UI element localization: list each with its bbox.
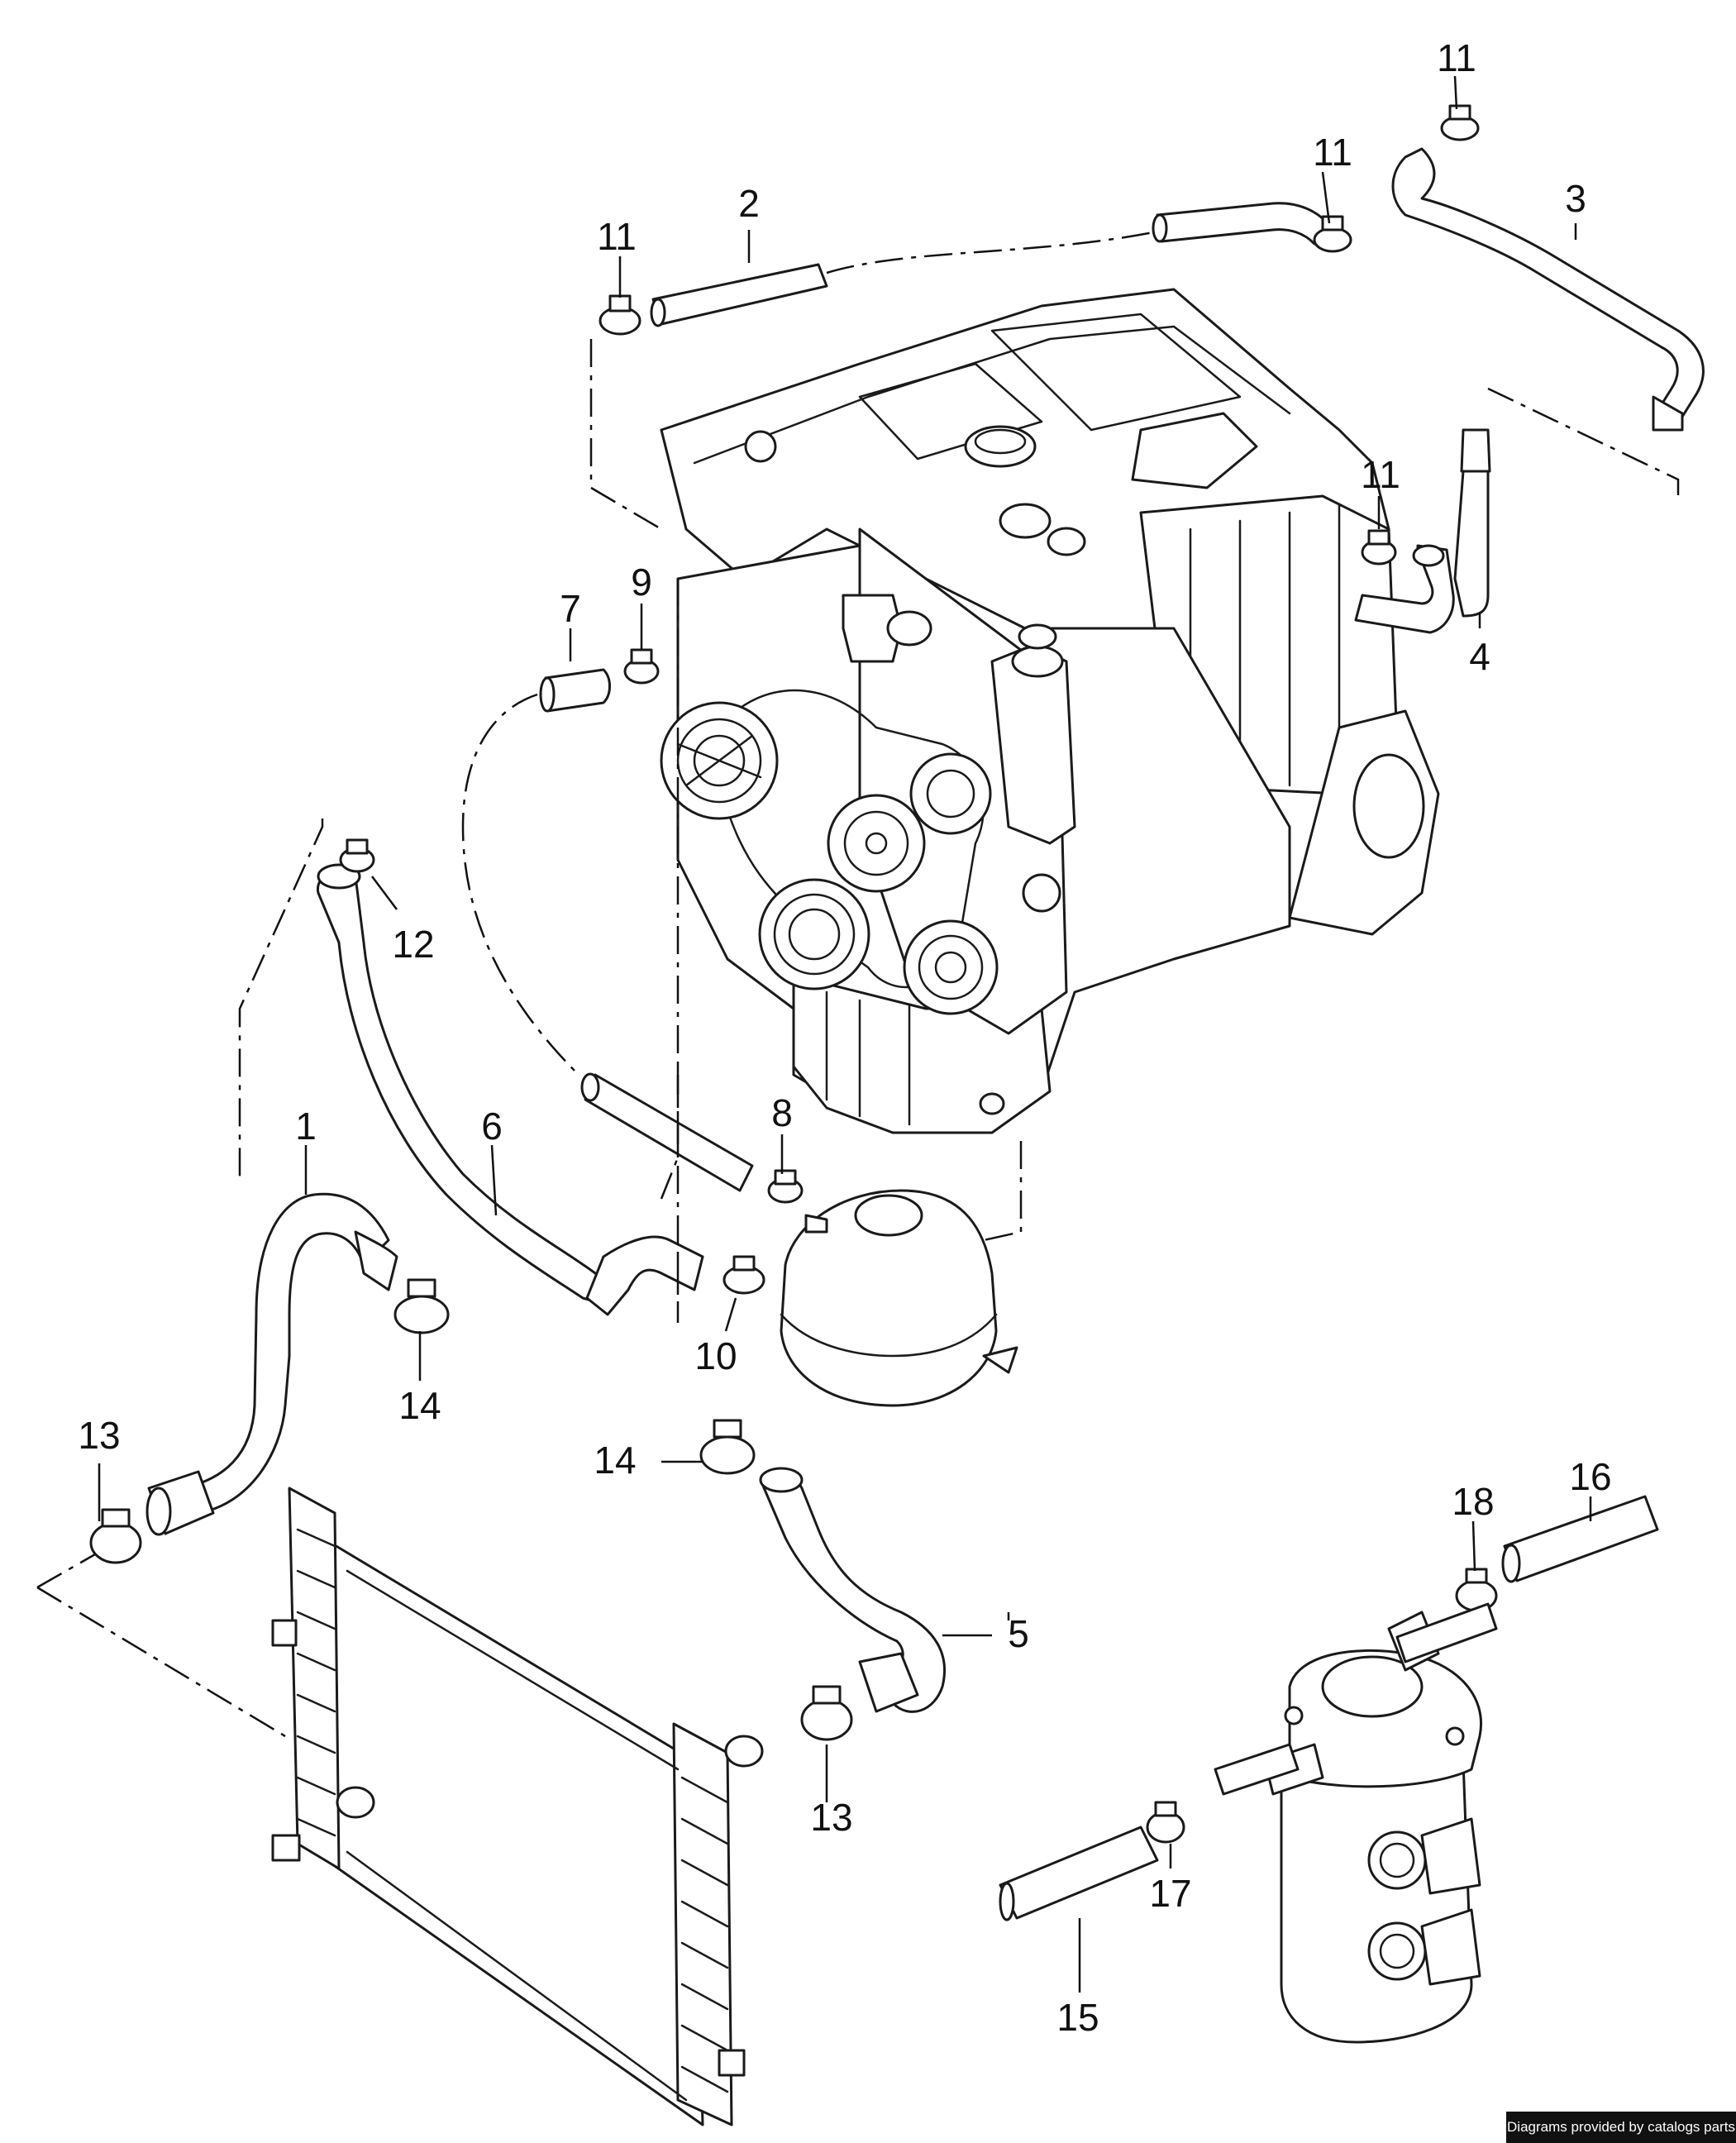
callout-3: 3	[1565, 177, 1586, 220]
callout-13b: 13	[810, 1796, 852, 1839]
clamp-14b	[699, 1419, 756, 1475]
callout-18: 18	[1452, 1480, 1494, 1523]
clamp-18	[1455, 1568, 1498, 1612]
clamp-11a	[599, 294, 641, 336]
callout-labels: 1 2 3 4 5 6 7 8 9 10 11 11 11 11 12 13 1…	[78, 36, 1611, 2039]
callout-13a: 13	[78, 1414, 120, 1457]
credit-label: Diagrams provided by catalogs parts	[1506, 2112, 1736, 2143]
callout-14b: 14	[594, 1439, 636, 1482]
callout-7: 7	[560, 587, 581, 630]
callout-15: 15	[1056, 1996, 1099, 2039]
hose-3	[1391, 147, 1705, 432]
clamp-9	[623, 648, 660, 685]
dashed-links	[36, 230, 1680, 1738]
expansion-tank	[780, 1189, 1018, 1407]
callout-5: 5	[1008, 1612, 1029, 1655]
callout-10: 10	[694, 1334, 737, 1377]
hose-4	[1354, 428, 1491, 634]
leader-lines	[98, 75, 1592, 1993]
fuel-filter-housing	[1214, 1602, 1498, 2044]
clamp-13b	[800, 1685, 853, 1741]
callout-17: 17	[1149, 1872, 1191, 1915]
callout-2: 2	[738, 182, 760, 225]
clamp-11c	[1440, 104, 1480, 141]
hose-5	[759, 1467, 947, 1713]
hose-15	[999, 1826, 1159, 1921]
callout-11d: 11	[1361, 453, 1400, 496]
callout-11a: 11	[597, 215, 637, 258]
clamp-12	[339, 838, 375, 873]
clamp-8	[767, 1169, 804, 1204]
callout-12: 12	[392, 923, 434, 966]
callout-9: 9	[631, 561, 652, 604]
hose-7	[539, 668, 611, 713]
hose-1	[145, 1192, 398, 1536]
callout-16: 16	[1569, 1455, 1611, 1498]
clamp-13a	[89, 1508, 142, 1564]
clamp-17	[1146, 1801, 1185, 1844]
radiator	[271, 1487, 764, 2126]
callout-11c: 11	[1437, 36, 1476, 79]
callout-4: 4	[1469, 635, 1490, 678]
hose-16	[1501, 1495, 1659, 1583]
clamp-10	[723, 1255, 765, 1295]
hose-8-pipe	[580, 1072, 754, 1192]
callout-6: 6	[481, 1105, 503, 1148]
callout-8: 8	[771, 1091, 793, 1134]
callout-14a: 14	[398, 1384, 441, 1427]
callout-11b: 11	[1313, 131, 1352, 174]
engine	[660, 288, 1440, 1134]
callout-1: 1	[295, 1105, 317, 1148]
clamp-14a	[393, 1278, 450, 1334]
clamp-11b	[1313, 215, 1352, 253]
clamps	[89, 104, 1498, 1844]
clamp-11d	[1361, 529, 1397, 566]
